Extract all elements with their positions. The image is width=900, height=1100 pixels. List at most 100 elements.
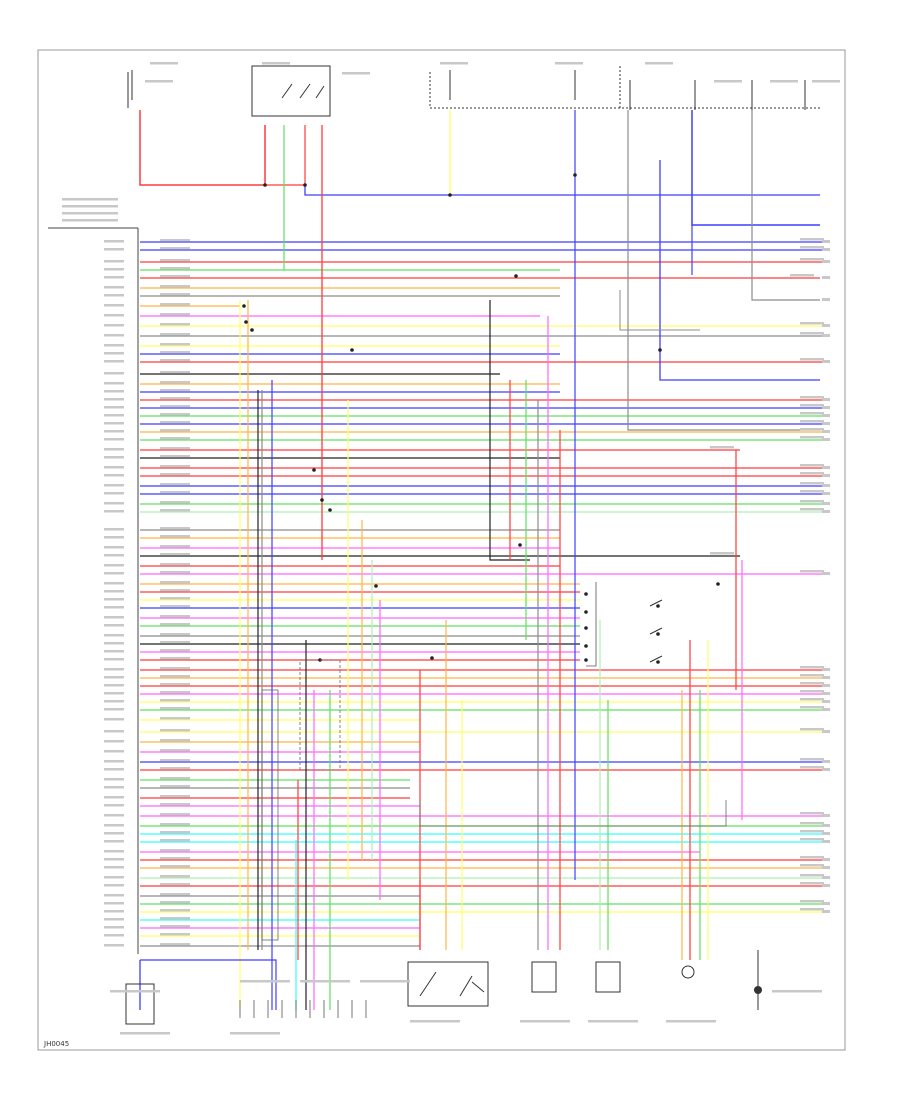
terminal-number-mark bbox=[822, 260, 830, 263]
label-mark bbox=[710, 552, 734, 555]
terminal-number-mark bbox=[822, 876, 830, 879]
label-mark bbox=[104, 718, 124, 721]
splice-dot bbox=[328, 508, 332, 512]
splice-dot bbox=[716, 582, 720, 586]
label-mark bbox=[160, 535, 190, 538]
label-mark bbox=[160, 909, 190, 912]
terminal-number-mark bbox=[822, 484, 830, 487]
label-mark bbox=[104, 240, 124, 243]
label-mark bbox=[240, 980, 290, 983]
label-mark bbox=[800, 404, 824, 407]
switch-contacts bbox=[649, 599, 663, 663]
label-mark bbox=[800, 882, 824, 885]
label-mark bbox=[588, 1020, 638, 1023]
label-mark bbox=[800, 838, 824, 841]
label-mark bbox=[812, 80, 840, 83]
label-mark bbox=[104, 796, 124, 799]
label-mark bbox=[104, 554, 124, 557]
label-mark bbox=[104, 276, 124, 279]
label-mark bbox=[800, 412, 824, 415]
label-mark bbox=[800, 258, 824, 261]
components bbox=[48, 65, 820, 1025]
label-mark bbox=[104, 406, 124, 409]
label-mark bbox=[160, 275, 190, 278]
label-mark bbox=[62, 219, 118, 222]
label-mark bbox=[800, 766, 824, 769]
terminal-number-mark bbox=[822, 438, 830, 441]
label-mark bbox=[800, 500, 824, 503]
label-mark bbox=[772, 990, 822, 993]
label-mark bbox=[104, 944, 124, 947]
label-mark bbox=[800, 332, 824, 335]
label-mark bbox=[160, 649, 190, 652]
label-mark bbox=[104, 304, 124, 307]
label-mark bbox=[160, 581, 190, 584]
label-mark bbox=[160, 803, 190, 806]
label-mark bbox=[62, 198, 118, 201]
label-mark bbox=[160, 501, 190, 504]
label-mark bbox=[104, 708, 124, 711]
label-mark bbox=[104, 876, 124, 879]
label-mark bbox=[300, 980, 350, 983]
label-mark bbox=[800, 874, 824, 877]
label-mark bbox=[160, 795, 190, 798]
label-mark bbox=[800, 358, 824, 361]
label-mark bbox=[800, 856, 824, 859]
label-mark bbox=[160, 571, 190, 574]
wire-path bbox=[627, 110, 820, 431]
label-mark bbox=[800, 682, 824, 685]
terminal-number-mark bbox=[822, 676, 830, 679]
wires bbox=[139, 110, 830, 1010]
sensor-connector-2 bbox=[595, 961, 621, 993]
label-mark bbox=[110, 990, 160, 993]
label-mark bbox=[160, 901, 190, 904]
label-mark bbox=[160, 359, 190, 362]
terminal-number-mark bbox=[822, 708, 830, 711]
terminal-number-mark bbox=[822, 866, 830, 869]
label-mark bbox=[160, 405, 190, 408]
label-mark bbox=[160, 303, 190, 306]
label-mark bbox=[104, 778, 124, 781]
label-mark bbox=[800, 490, 824, 493]
label-mark bbox=[62, 205, 118, 208]
label-mark bbox=[160, 739, 190, 742]
terminal-number-mark bbox=[822, 466, 830, 469]
label-mark bbox=[230, 1032, 280, 1035]
label-mark bbox=[800, 396, 824, 399]
terminal-number-mark bbox=[822, 240, 830, 243]
label-mark bbox=[160, 823, 190, 826]
shield-run bbox=[419, 800, 727, 827]
terminal-number-mark bbox=[822, 492, 830, 495]
label-mark bbox=[800, 322, 824, 325]
label-mark bbox=[800, 508, 824, 511]
bottom-switch-assembly bbox=[407, 961, 489, 1007]
label-mark bbox=[104, 926, 124, 929]
label-mark bbox=[160, 707, 190, 710]
terminal-number-mark bbox=[822, 406, 830, 409]
wire-path bbox=[659, 160, 820, 381]
label-mark bbox=[160, 857, 190, 860]
label-mark bbox=[104, 390, 124, 393]
label-mark bbox=[790, 274, 814, 277]
label-mark bbox=[104, 760, 124, 763]
label-mark bbox=[160, 717, 190, 720]
bottom-switch-contacts bbox=[419, 971, 485, 997]
relay-box bbox=[251, 65, 331, 117]
label-mark bbox=[160, 589, 190, 592]
label-mark bbox=[160, 553, 190, 556]
label-mark bbox=[104, 448, 124, 451]
splice-dot bbox=[448, 193, 452, 197]
label-mark bbox=[800, 666, 824, 669]
label-mark bbox=[520, 1020, 570, 1023]
label-mark bbox=[104, 590, 124, 593]
label-mark bbox=[145, 80, 173, 83]
label-mark bbox=[160, 933, 190, 936]
sensor-element bbox=[681, 965, 695, 979]
label-mark bbox=[800, 482, 824, 485]
label-mark bbox=[160, 343, 190, 346]
label-mark bbox=[160, 615, 190, 618]
label-mark bbox=[800, 436, 824, 439]
label-mark bbox=[160, 657, 190, 660]
label-mark bbox=[104, 894, 124, 897]
terminal-number-mark bbox=[822, 910, 830, 913]
